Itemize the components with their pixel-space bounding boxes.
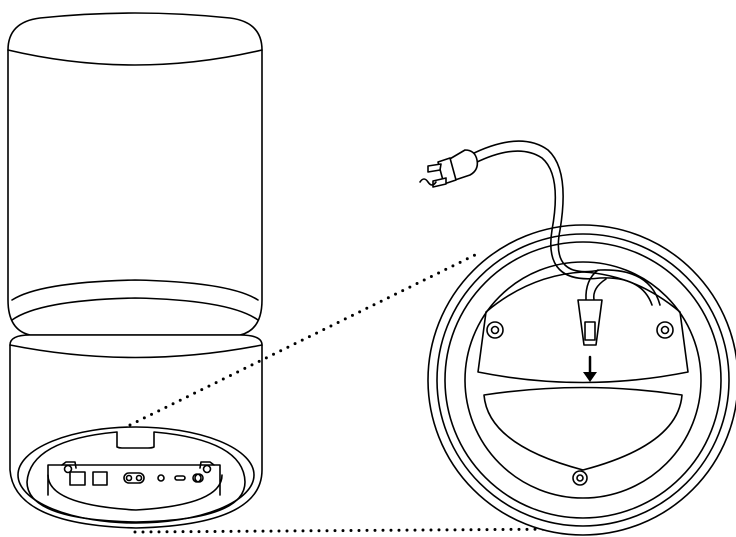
speaker-icon [7,12,263,529]
port-usb-c-icon [174,475,186,481]
power-plug-icon [419,149,479,188]
port-ethernet-2-icon [92,471,108,486]
port-power-icon [123,472,145,484]
port-button-icon [157,474,165,482]
callout-line-upper [128,253,477,427]
port-aux-icon [192,473,204,483]
power-cable-icon [469,140,661,346]
port-ethernet-1-icon [69,471,86,486]
callout-line-lower [133,527,577,534]
arrow-down-icon [583,355,597,382]
